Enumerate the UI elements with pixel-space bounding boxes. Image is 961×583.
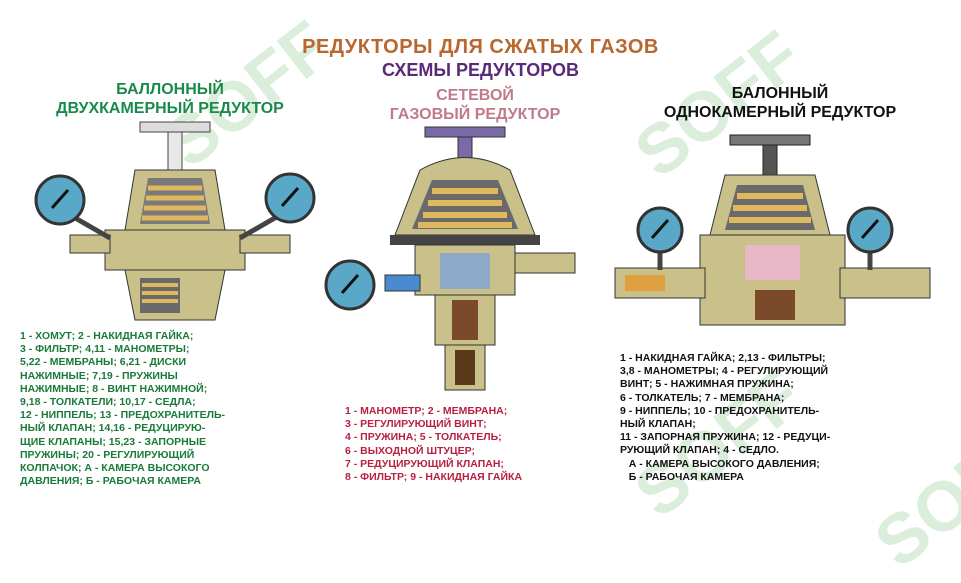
page-subtitle: СХЕМЫ РЕДУКТОРОВ [382,60,579,80]
legend-line: 6 - ТОЛКАТЕЛЬ; 7 - МЕМБРАНА; [620,391,785,404]
legend-line: 7 - РЕДУЦИРУЮЩИЙ КЛАПАН; [345,457,504,470]
legend-line: НАЖИМНЫЕ; 8 - ВИНТ НАЖИМНОЙ; [20,382,208,395]
header-middle-line1: СЕТЕВОЙ [436,87,514,104]
legend-line: ДАВЛЕНИЯ; Б - РАБОЧАЯ КАМЕРА [20,475,201,488]
legend-line: ЩИЕ КЛАПАНЫ; 15,23 - ЗАПОРНЫЕ [20,435,207,448]
header-right-line1: БАЛОННЫЙ [731,85,829,102]
header-middle: СЕТЕВОЙ ГАЗОВЫЙ РЕДУКТОР [335,86,615,124]
legend-right: 1 - НАКИДНАЯ ГАЙКА; 2,13 - ФИЛЬТРЫ; 3,8 … [620,352,830,484]
page-title: РЕДУКТОРЫ ДЛЯ СЖАТЫХ ГАЗОВ [302,36,659,58]
legend-line: 8 - ФИЛЬТР; 9 - НАКИДНАЯ ГАЙКА [345,471,523,484]
legend-line: 9,18 - ТОЛКАТЕЛИ; 10,17 - СЕДЛА; [20,396,196,409]
header-right: БАЛОННЫЙ ОДНОКАМЕРНЫЙ РЕДУКТОР [610,84,950,122]
legend-line: НЫЙ КЛАПАН; 14,16 - РЕДУЦИРУЮ- [20,422,206,435]
legend-line: 3,8 - МАНОМЕТРЫ; 4 - РЕГУЛИРУЮЩИЙ [620,365,829,378]
legend-line: 3 - ФИЛЬТР; 4,11 - МАНОМЕТРЫ; [20,343,190,356]
header-left: БАЛЛОННЫЙ ДВУХКАМЕРНЫЙ РЕДУКТОР [10,80,330,118]
single-chamber-reducer-diagram [614,134,931,326]
header-middle-line2: ГАЗОВЫЙ РЕДУКТОР [389,106,561,123]
legend-line: 5,22 - МЕМБРАНЫ; 6,21 - ДИСКИ [20,356,187,369]
header-left-line1: БАЛЛОННЫЙ [116,81,224,98]
legend-line: НЫЙ КЛАПАН; [620,418,696,431]
legend-middle: 1 - МАНОМЕТР; 2 - МЕМБРАНА; 3 - РЕГУЛИРУ… [345,405,522,484]
legend-line: ВИНТ; 5 - НАЖИМНАЯ ПРУЖИНА; [620,378,794,391]
legend-line: 3 - РЕГУЛИРУЮЩИЙ ВИНТ; [345,418,487,431]
legend-line: 11 - ЗАПОРНАЯ ПРУЖИНА; 12 - РЕДУЦИ- [620,431,831,444]
legend-line: Б - РАБОЧАЯ КАМЕРА [620,470,744,483]
network-gas-reducer-diagram [324,126,576,391]
legend-line: 4 - ПРУЖИНА; 5 - ТОЛКАТЕЛЬ; [345,431,502,444]
legend-line: 1 - МАНОМЕТР; 2 - МЕМБРАНА; [345,405,508,417]
legend-line: РУЮЩИЙ КЛАПАН; 4 - СЕДЛО. [620,444,779,457]
header-left-line2: ДВУХКАМЕРНЫЙ РЕДУКТОР [56,100,284,117]
legend-line: А - КАМЕРА ВЫСОКОГО ДАВЛЕНИЯ; [620,457,820,470]
legend-line: 1 - НАКИДНАЯ ГАЙКА; 2,13 - ФИЛЬТРЫ; [620,352,826,364]
watermark: SOFF [860,405,961,583]
legend-line: КОЛПАЧОК; А - КАМЕРА ВЫСОКОГО [20,462,210,475]
header-right-line2: ОДНОКАМЕРНЫЙ РЕДУКТОР [663,104,897,121]
legend-left: 1 - ХОМУТ; 2 - НАКИДНАЯ ГАЙКА; 3 - ФИЛЬТ… [20,330,225,488]
legend-line: НАЖИМНЫЕ; 7,19 - ПРУЖИНЫ [20,369,178,382]
legend-line: 1 - ХОМУТ; 2 - НАКИДНАЯ ГАЙКА; [20,330,194,342]
two-chamber-reducer-diagram [34,121,316,321]
legend-line: 6 - ВЫХОДНОЙ ШТУЦЕР; [345,444,476,457]
legend-line: 9 - НИППЕЛЬ; 10 - ПРЕДОХРАНИТЕЛЬ- [620,404,820,417]
legend-line: ПРУЖИНЫ; 20 - РЕГУЛИРУЮЩИЙ [20,448,195,461]
legend-line: 12 - НИППЕЛЬ; 13 - ПРЕДОХРАНИТЕЛЬ- [20,409,226,422]
